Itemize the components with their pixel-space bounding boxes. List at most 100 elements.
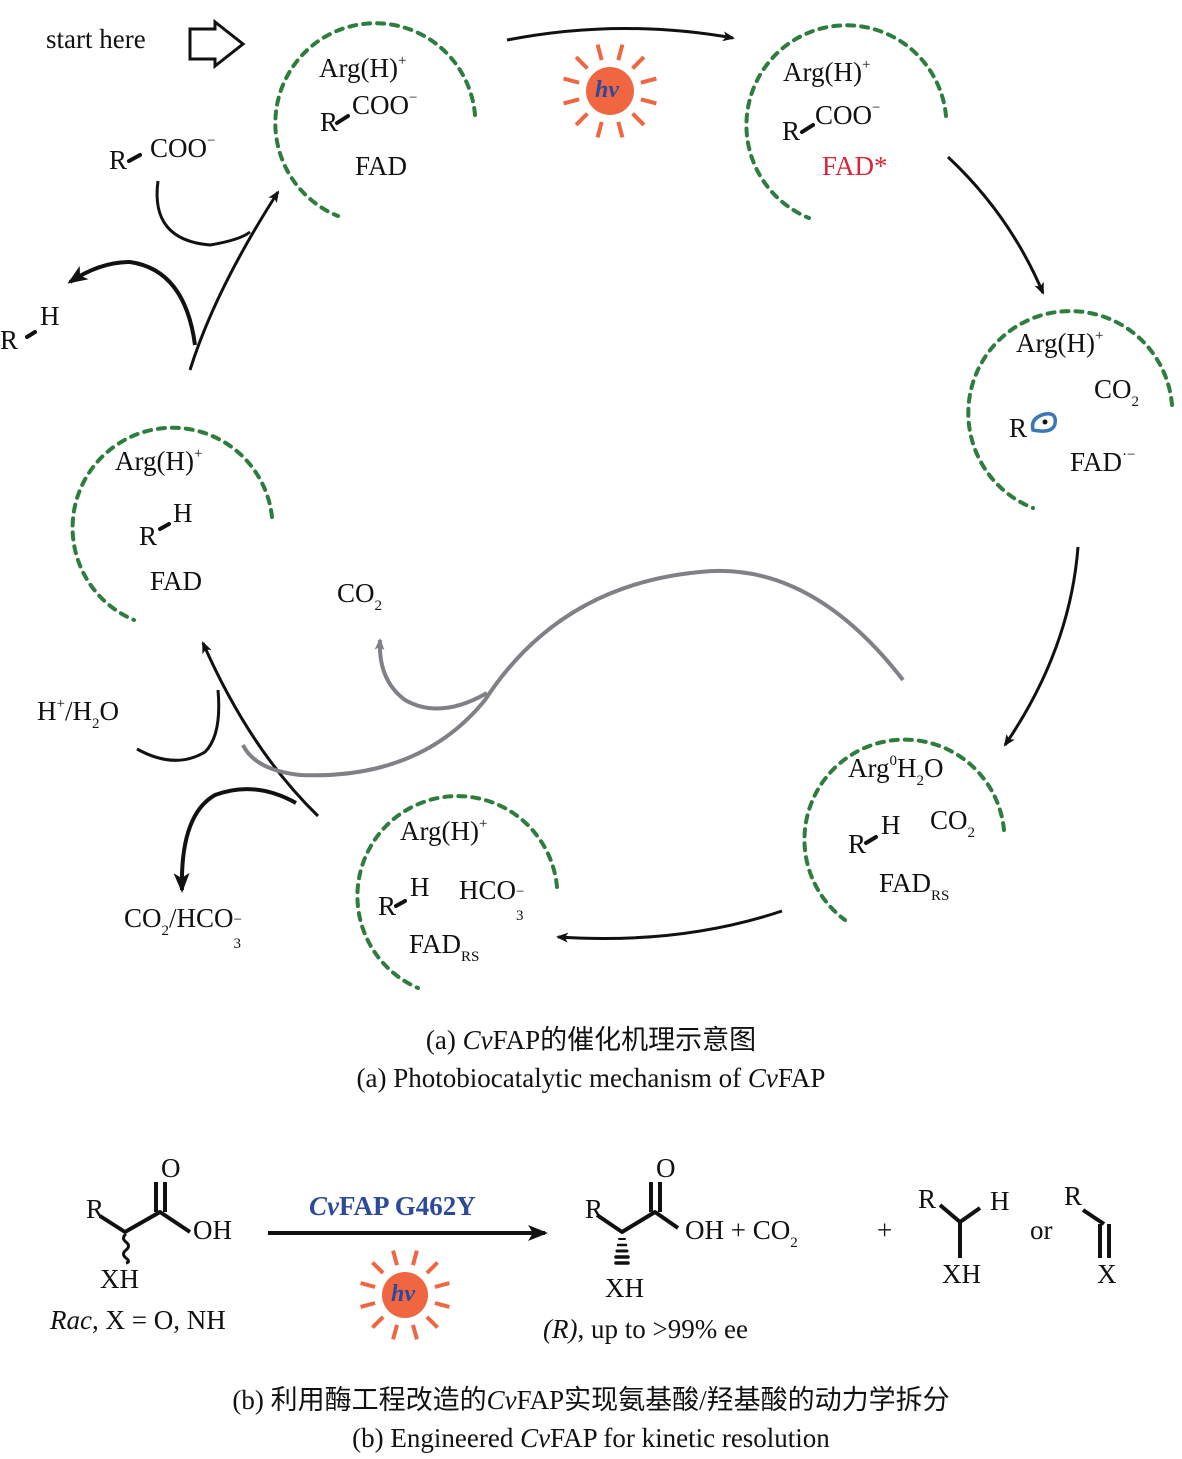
product-note: (R), up to >99% ee (543, 1314, 748, 1344)
bond (158, 522, 171, 531)
r-label: R (320, 107, 339, 137)
pocket-arc-s1 (273, 21, 477, 218)
side1-skeleton (938, 1203, 982, 1224)
xh-label: XH (100, 1264, 139, 1294)
carboxylate-label: COO (352, 90, 410, 120)
sun-ray (411, 1324, 419, 1340)
bond (127, 153, 142, 163)
carboxylate-label: COO (815, 100, 873, 130)
sun-ray (371, 1315, 385, 1329)
pocket-arc-s5 (355, 794, 559, 990)
caption-b-zh: (b) 利用酶工程改造的CvFAP实现氨基酸/羟基酸的动力学拆分 (232, 1385, 950, 1415)
reactant-skeleton (98, 1210, 192, 1234)
bond (394, 899, 407, 908)
r-label: R (918, 1184, 937, 1214)
enzyme-label: CvFAP G462Y (309, 1191, 476, 1221)
proton-water-label: H+/H2O (37, 696, 119, 732)
sun-ray (360, 1281, 376, 1289)
gray-arc-co2-transfer (241, 569, 905, 778)
r-label: R (109, 145, 128, 175)
h-label: H (173, 498, 193, 528)
arrow-water-in (136, 689, 221, 762)
arrow-s3-to-s4 (1003, 546, 1080, 747)
sun-ray (574, 55, 589, 70)
oh-co2-label: OH + CO2 (685, 1215, 798, 1251)
sun-ray (595, 44, 604, 61)
sun-ray (563, 76, 580, 85)
fad-label: FAD (150, 566, 203, 596)
product-skeleton (595, 1210, 680, 1234)
caption-b-en: (b) Engineered CvFAP for kinetic resolut… (352, 1423, 830, 1453)
o-label: O (656, 1153, 676, 1183)
fad-label: FAD (355, 151, 408, 181)
wavy-bond (122, 1232, 130, 1265)
bicarbonate-label: HCO (459, 875, 517, 905)
r-label: R (1064, 1181, 1083, 1211)
fad-rs-label: FAD (879, 868, 932, 898)
arg-label: Arg(H) (319, 53, 398, 83)
arrow-s4-to-s5 (556, 909, 783, 943)
sun-ray (640, 76, 657, 85)
hollow-right-arrow-icon (188, 18, 246, 70)
sun-ray (616, 44, 625, 61)
sun-ray (425, 1261, 439, 1275)
xh-label: XH (942, 1259, 981, 1289)
sun-ray (631, 112, 646, 127)
r-label: R (585, 1194, 604, 1224)
arrow-product-out (67, 259, 197, 346)
r-label: R (378, 891, 397, 921)
bond (800, 123, 815, 134)
sun-icon (563, 44, 657, 138)
sun-ray (640, 97, 657, 106)
sun-ray (391, 1324, 399, 1340)
sun-ray (574, 112, 589, 127)
co2-released-label: CO2 (337, 578, 383, 614)
arrow-bicarb-out (173, 787, 297, 893)
sun-ray (371, 1261, 385, 1275)
o-label: O (161, 1153, 181, 1183)
h-label: H (40, 301, 60, 331)
h-label: H (990, 1186, 1010, 1216)
fad-rs-label: FAD (409, 929, 462, 959)
arrow-substrate-in (155, 180, 251, 247)
r-label: R (782, 116, 801, 146)
sun-icon (360, 1250, 450, 1340)
bond (864, 835, 878, 845)
reactant-note: Rac, X = O, NH (50, 1305, 226, 1335)
fad-radical-anion-label: FAD (1070, 447, 1123, 477)
bond (25, 330, 37, 339)
arg-label: Arg(H) (1016, 328, 1095, 358)
co2-bicarbonate-label: CO2/HCO−3 (124, 903, 242, 952)
sun-ray (391, 1250, 399, 1266)
pocket-arc-s3 (966, 309, 1174, 510)
sun-ray (434, 1301, 450, 1309)
r-label: R (86, 1194, 105, 1224)
bond (335, 114, 350, 125)
xh-label: XH (605, 1273, 644, 1303)
carboxylate-label: COO (150, 133, 208, 163)
sun-ray (595, 121, 604, 138)
co2-label: CO (930, 805, 968, 835)
sun-ray (434, 1281, 450, 1289)
sun-ray (631, 55, 646, 70)
caption-a-en: (a) Photobiocatalytic mechanism of CvFAP (356, 1063, 826, 1093)
radical-icon (1030, 411, 1058, 433)
arrow-s1-to-s2 (506, 27, 735, 42)
or-label: or (1030, 1215, 1053, 1245)
hv-label: hv (391, 1281, 415, 1307)
h-label: H (410, 872, 430, 902)
sun-ray (563, 97, 580, 106)
arg-label: Arg(H) (115, 446, 194, 476)
sun-ray (425, 1315, 439, 1329)
caption-a-zh: (a) CvFAP的催化机理示意图 (425, 1025, 757, 1055)
sun-ray (360, 1301, 376, 1309)
arg-label: Arg(H) (400, 816, 479, 846)
r-label: R (1009, 413, 1028, 443)
sun-ray (411, 1250, 419, 1266)
h-label: H (881, 810, 901, 840)
r-label: R (0, 325, 19, 355)
start-here-label: start here (46, 24, 146, 54)
side2-skeleton (1081, 1208, 1106, 1226)
